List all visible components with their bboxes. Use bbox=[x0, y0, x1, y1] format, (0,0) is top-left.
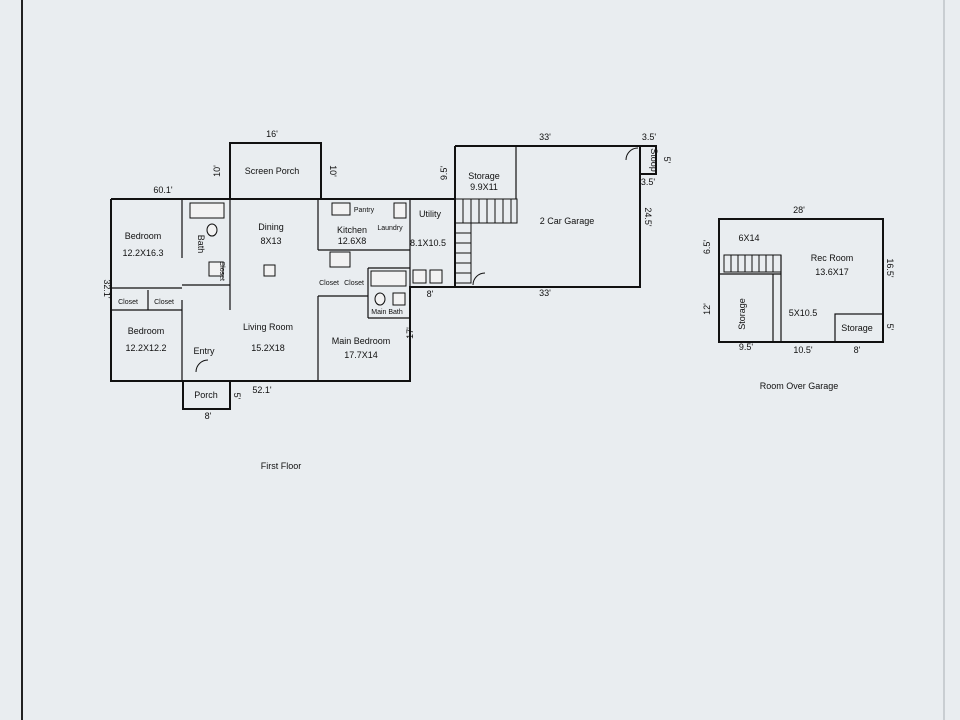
bathtub-icon bbox=[189, 202, 225, 219]
dim-porch-small-w: 8' bbox=[205, 411, 212, 421]
label-bedroom2: Bedroom bbox=[128, 326, 165, 336]
label-storage-size: 9.9X11 bbox=[470, 182, 498, 192]
washer-icon bbox=[412, 269, 427, 284]
label-landing-size: 6X14 bbox=[738, 233, 759, 243]
dim-upper-top: 28' bbox=[793, 205, 805, 215]
label-entry: Entry bbox=[193, 346, 215, 356]
label-closet-a: Closet bbox=[118, 299, 138, 306]
garage-stairs-icon bbox=[454, 198, 518, 284]
upper-storage-box bbox=[834, 313, 884, 343]
dim-upper-bottom-mid: 10.5' bbox=[793, 345, 813, 355]
label-kitchen-size: 12.6X8 bbox=[338, 236, 367, 246]
dim-main-bed-side: 17' bbox=[405, 327, 415, 339]
label-rec-room-size: 13.6X17 bbox=[815, 267, 849, 277]
dim-upper-bottom-right: 8' bbox=[854, 345, 861, 355]
dim-upper-left-upper: 6.5' bbox=[702, 240, 712, 255]
fireplace-icon bbox=[263, 264, 276, 277]
label-porch: Porch bbox=[194, 390, 218, 400]
label-utility-size: 8.1X10.5 bbox=[410, 238, 446, 248]
stove-icon bbox=[331, 202, 351, 216]
label-dining-size: 8X13 bbox=[260, 236, 281, 246]
label-living-room-size: 15.2X18 bbox=[251, 343, 285, 353]
dim-upper-right-upper: 16.5' bbox=[885, 258, 895, 278]
dim-utility-bottom: 8' bbox=[427, 289, 434, 299]
label-closet-size: 5X10.5 bbox=[789, 308, 818, 318]
over-garage-outline bbox=[718, 218, 884, 343]
label-living-room: Living Room bbox=[243, 322, 293, 332]
first-floor-plan: Screen Porch Bedroom 12.2X16.3 Bath Clos… bbox=[102, 129, 672, 471]
dim-stoop-side: 5' bbox=[662, 157, 672, 164]
label-closet-d: Closet bbox=[344, 280, 364, 287]
dim-porch-small-h: 5' bbox=[232, 393, 242, 400]
label-laundry: Laundry bbox=[377, 225, 403, 232]
dim-house-bottom: 52.1' bbox=[252, 385, 272, 395]
label-rec-room: Rec Room bbox=[811, 253, 854, 263]
dim-porch-width: 16' bbox=[266, 129, 278, 139]
dim-porch-right: 10' bbox=[328, 165, 338, 177]
fridge-icon bbox=[393, 202, 407, 219]
dim-garage-top: 33' bbox=[539, 132, 551, 142]
upper-stairs-icon bbox=[723, 254, 782, 273]
label-bedroom1-size: 12.2X16.3 bbox=[122, 248, 163, 258]
dim-house-side: 32.1' bbox=[102, 279, 112, 299]
dim-upper-right-lower: 5' bbox=[885, 324, 895, 331]
label-bedroom2-size: 12.2X12.2 bbox=[125, 343, 166, 353]
label-screen-porch: Screen Porch bbox=[245, 166, 300, 176]
label-kitchen: Kitchen bbox=[337, 225, 367, 235]
main-bath-sink-icon bbox=[392, 292, 406, 306]
front-porch-outline bbox=[182, 380, 231, 410]
label-utility: Utility bbox=[419, 209, 441, 219]
label-garage: 2 Car Garage bbox=[540, 216, 595, 226]
label-main-bedroom: Main Bedroom bbox=[332, 336, 391, 346]
label-storage-left: Storage bbox=[737, 298, 747, 330]
main-bath-toilet-icon bbox=[374, 292, 386, 306]
label-main-bedroom-size: 17.7X14 bbox=[344, 350, 378, 360]
stoop-door-swing-icon bbox=[625, 147, 639, 161]
dim-garage-side: 24.5' bbox=[643, 207, 653, 227]
dim-upper-left-lower: 12' bbox=[702, 303, 712, 315]
label-dining: Dining bbox=[258, 222, 284, 232]
dim-garage-bottom: 33' bbox=[539, 288, 551, 298]
dim-stoop-top: 3.5' bbox=[642, 132, 657, 142]
label-closet-small: Closet bbox=[218, 261, 225, 281]
label-pantry: Pantry bbox=[354, 207, 375, 214]
main-bath-tub-icon bbox=[370, 270, 407, 287]
label-storage: Storage bbox=[468, 171, 500, 181]
label-stoop: Stoop bbox=[649, 148, 659, 172]
dryer-icon bbox=[429, 269, 443, 284]
label-closet-c: Closet bbox=[319, 280, 339, 287]
label-closet-b: Closet bbox=[154, 299, 174, 306]
label-storage-right: Storage bbox=[841, 323, 873, 333]
over-garage-plan: 6X14 Rec Room 13.6X17 Storage 5X10.5 Sto… bbox=[702, 205, 895, 391]
caption-room-over-garage: Room Over Garage bbox=[760, 381, 839, 391]
dim-porch-left: 10' bbox=[212, 165, 222, 177]
label-main-bath: Main Bath bbox=[371, 309, 403, 316]
toilet-icon bbox=[206, 223, 218, 237]
kitchen-counter-icon bbox=[329, 251, 351, 268]
sink-icon bbox=[208, 261, 224, 277]
dim-upper-bottom-left: 9.5' bbox=[739, 342, 754, 352]
garage-door-swing-icon bbox=[472, 272, 486, 286]
dim-house-top: 60.1' bbox=[153, 185, 173, 195]
entry-door-swing-icon bbox=[195, 359, 209, 373]
stoop-outline bbox=[639, 145, 657, 175]
dim-stoop-bottom: 3.5' bbox=[641, 177, 656, 187]
label-bedroom1: Bedroom bbox=[125, 231, 162, 241]
caption-first-floor: First Floor bbox=[261, 461, 302, 471]
label-bath: Bath bbox=[196, 235, 206, 254]
dim-storage-side: 9.5' bbox=[439, 166, 449, 181]
